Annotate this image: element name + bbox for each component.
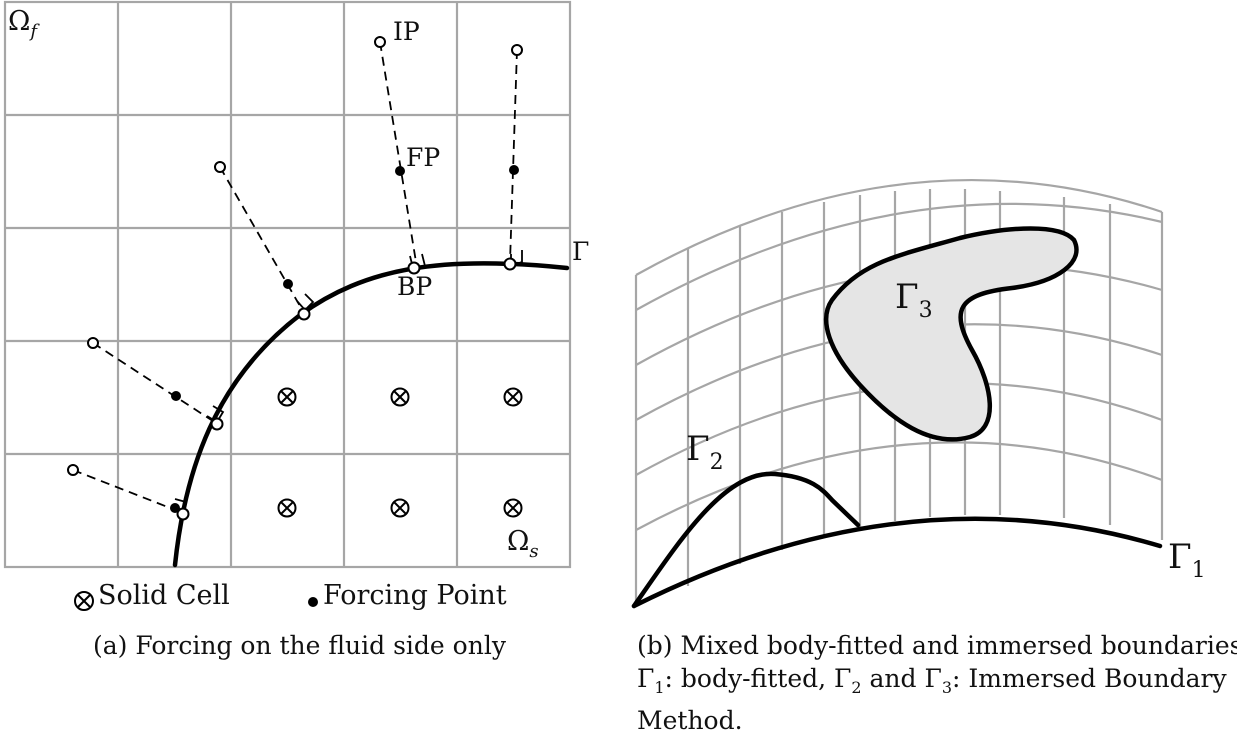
ip-point-2 (511, 44, 523, 56)
ip-point-1 (374, 36, 386, 48)
boundary-points (176, 257, 517, 521)
legend-forcing-point: Forcing Point (308, 580, 507, 611)
curved-grid-h5 (635, 441, 1163, 531)
bp-point-5 (176, 507, 190, 521)
boundary-gamma3-shape (823, 226, 1079, 442)
solid-cell-5 (390, 498, 410, 518)
legend-solid-cell-icon (74, 591, 94, 611)
label-gamma2: Γ2 (686, 429, 724, 475)
solid-cell-1 (277, 387, 297, 407)
forcing-points (170, 165, 519, 513)
ip-point-5 (67, 464, 79, 476)
label-gamma: Γ (572, 237, 589, 266)
fp-point-3 (283, 279, 293, 289)
panel-a-grid (3, 0, 572, 569)
boundary-gamma1-curve (631, 516, 1163, 609)
solid-cell-2 (390, 387, 410, 407)
ip-point-4 (87, 337, 99, 349)
solid-cell-4 (277, 498, 297, 518)
legend-forcing-point-label: Forcing Point (323, 580, 507, 611)
solid-cell-6 (503, 498, 523, 518)
label-gamma3: Γ3 (895, 277, 933, 323)
right-angle-marker-4 (206, 405, 225, 424)
solid-cell-3 (503, 387, 523, 407)
caption-panel-a: (a) Forcing on the fluid side only (93, 631, 506, 660)
normal-line-1 (379, 41, 417, 263)
caption-panel-b: (b) Mixed body-fitted and immersed bound… (637, 629, 1237, 737)
fp-point-2 (509, 165, 519, 175)
caption-panel-b-line2: Γ1: body-fitted, Γ2 and Γ3: Immersed Bou… (637, 664, 1227, 697)
normal-line-3 (219, 166, 305, 314)
caption-panel-b-line3: Method. (637, 706, 743, 735)
caption-panel-b-line1: (b) Mixed body-fitted and immersed bound… (637, 631, 1237, 660)
normal-line-5 (72, 469, 184, 514)
bp-point-2 (503, 257, 517, 271)
label-bp: BP (397, 272, 432, 301)
normal-lines (72, 41, 518, 514)
boundary-gamma-curve (172, 260, 570, 568)
legend-solid-cell: Solid Cell (74, 580, 230, 611)
label-fp: FP (406, 143, 440, 172)
fp-point-4 (171, 391, 181, 401)
legend-forcing-point-icon (308, 597, 318, 607)
solid-cells (277, 387, 523, 518)
bp-point-3 (297, 307, 311, 321)
ip-point-3 (214, 161, 226, 173)
grid-border (3, 0, 572, 569)
fp-point-1 (395, 166, 405, 176)
fp-point-5 (170, 503, 180, 513)
interpolation-points (67, 36, 523, 476)
label-omega-f: Ωf (8, 6, 40, 42)
label-omega-s: Ωs (507, 526, 539, 562)
normal-line-4 (92, 342, 217, 424)
curved-grid-top (635, 178, 1163, 276)
normal-line-2 (509, 49, 518, 263)
curved-grid-h1 (635, 202, 1163, 311)
bp-point-1 (407, 261, 421, 275)
bp-point-4 (210, 417, 224, 431)
label-gamma1: Γ1 (1168, 537, 1206, 583)
legend-solid-cell-label: Solid Cell (98, 580, 230, 611)
boundary-gamma2-curve (631, 471, 861, 609)
right-angle-marker-3 (296, 293, 315, 312)
label-ip: IP (393, 17, 420, 46)
